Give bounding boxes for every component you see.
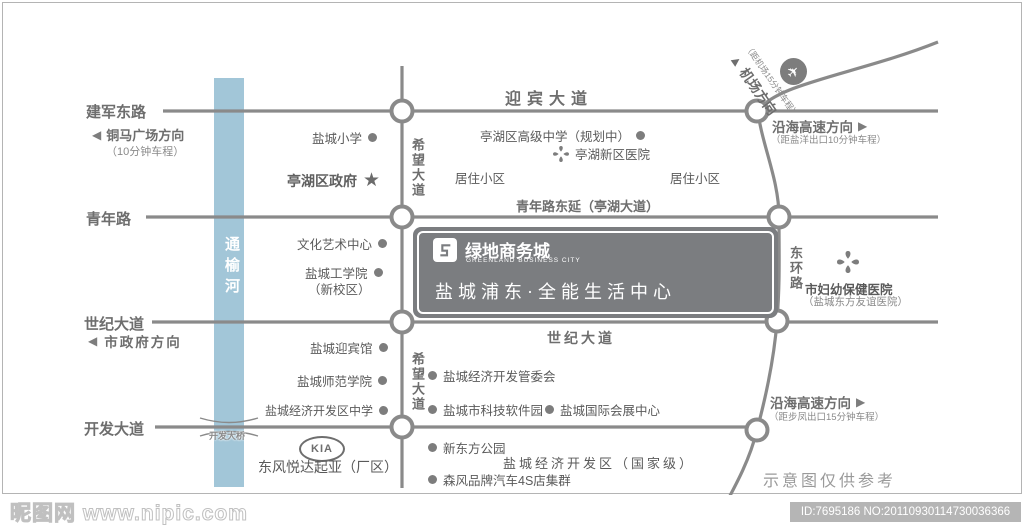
poi-dot-icon (428, 475, 437, 484)
direction-tongma-square: 铜马广场方向 (106, 128, 185, 143)
poi-dot-icon (428, 371, 437, 380)
poi-expo-center: 盐城国际会展中心 (560, 404, 661, 418)
poi-dot-icon (428, 443, 437, 452)
river-band (214, 78, 244, 487)
road-label-xiwang-upper: 希望大道 (410, 138, 425, 198)
poi-dot-icon (378, 376, 388, 385)
poi-yc-dev-school: 盐城经济开发区中学 (265, 404, 374, 418)
arrow-left-icon: ◀ (92, 127, 102, 142)
poi-maternity-note: （盐城东方友谊医院） (803, 296, 908, 308)
poi-dot-icon (378, 343, 388, 352)
river-name: 通榆河 (223, 236, 240, 299)
poi-yc-hotel: 盐城迎宾馆 (310, 342, 373, 356)
road-label-yingbin: 迎宾大道 (505, 91, 594, 108)
road-network (146, 40, 939, 495)
poi-tinghu-hospital: 亭湖新区医院 (575, 148, 651, 162)
poi-yc-normal-college: 盐城师范学院 (297, 375, 373, 389)
project-title: 绿地商务城 (465, 242, 550, 261)
project-tagline: 盐城浦东·全能生活中心 (435, 282, 676, 302)
poi-tinghu-gov: 亭湖区政府 (287, 172, 357, 189)
road-label-kaifa: 开发大道 (84, 421, 145, 438)
arrow-right-icon: ▶ (856, 395, 866, 409)
disclaimer-text: 示意图仅供参考 (763, 473, 897, 490)
poi-dot-icon (428, 405, 437, 414)
poi-dot-icon (368, 133, 378, 142)
bridge-marks (199, 417, 259, 437)
poi-neworiental-park: 新东方公园 (443, 442, 506, 456)
poi-dev-committee: 盐城经济开发管委会 (443, 370, 556, 384)
arrow-left-icon: ◀ (88, 334, 100, 348)
poi-dot-icon (636, 131, 646, 140)
poi-residential-right: 居住小区 (670, 172, 721, 186)
star-icon: ★ (363, 170, 381, 191)
road-label-jianjun-east: 建军东路 (86, 104, 147, 121)
poi-yc-tech-college-note: （新校区） (308, 283, 371, 297)
poi-yc-tech-college: 盐城工学院 (305, 267, 368, 281)
direction-city-hall: 市政府方向 (104, 335, 182, 350)
poi-tinghu-high: 亭湖区高级中学（规划中） (480, 130, 631, 144)
road-label-shiji-center: 世纪大道 (547, 330, 615, 346)
poi-residential-left: 居住小区 (455, 172, 506, 186)
direction-coastal-ne-note: （距盐洋出口10分钟车程） (771, 135, 887, 146)
poi-kia-factory: 东风悦达起亚（厂区） (258, 459, 398, 475)
kia-logo: KIA (299, 436, 345, 462)
project-plaque-frame (417, 231, 774, 314)
direction-coastal-ne: 沿海高速方向 (772, 120, 853, 135)
direction-coastal-se-note: （距步凤出口15分钟车程） (769, 412, 885, 423)
poi-yc-primary: 盐城小学 (312, 132, 363, 146)
road-label-shiji: 世纪大道 (84, 316, 145, 333)
direction-tongma-note: （10分钟车程） (106, 146, 185, 158)
project-plaque: 绿地商务城 GREENLAND BUSINESS CITY 盐城浦东·全能生活中… (413, 227, 778, 318)
watermark-id: ID:7695186 NO:20110930114730036366 (790, 502, 1021, 522)
hospital-cross-icon (553, 145, 569, 162)
road-label-donghuan: 东环路 (788, 246, 803, 291)
project-subtitle: GREENLAND BUSINESS CITY (466, 257, 581, 264)
poi-dot-icon (379, 406, 389, 415)
poi-dot-icon (373, 268, 383, 277)
greenland-logo-icon (433, 238, 457, 262)
poi-senfeng-4s: 森风品牌汽车4S店集群 (443, 474, 571, 488)
arrow-right-icon: ▶ (858, 119, 868, 133)
bridge-label: 开发大桥 (209, 431, 246, 441)
intersection-circles (389, 98, 792, 443)
watermark-site: 昵图网 www.nipic.com (10, 502, 248, 526)
poi-dev-zone: 盐城经济开发区（国家级） (503, 456, 696, 471)
hospital-cross-icon (837, 251, 859, 273)
poi-culture-center: 文化艺术中心 (297, 238, 373, 252)
road-label-xiwang-lower: 希望大道 (410, 352, 425, 412)
road-label-qingnian-ext: 青年路东延（亭湖大道） (516, 199, 660, 214)
direction-coastal-se: 沿海高速方向 (770, 396, 851, 411)
poi-dot-icon (545, 405, 554, 414)
poi-maternity-hospital: 市妇幼保健医院 (805, 283, 893, 297)
road-label-qingnian: 青年路 (86, 211, 132, 228)
airplane-icon: ✈ (780, 58, 807, 85)
poi-software-park: 盐城市科技软件园 (443, 404, 544, 418)
poi-dot-icon (378, 239, 388, 248)
